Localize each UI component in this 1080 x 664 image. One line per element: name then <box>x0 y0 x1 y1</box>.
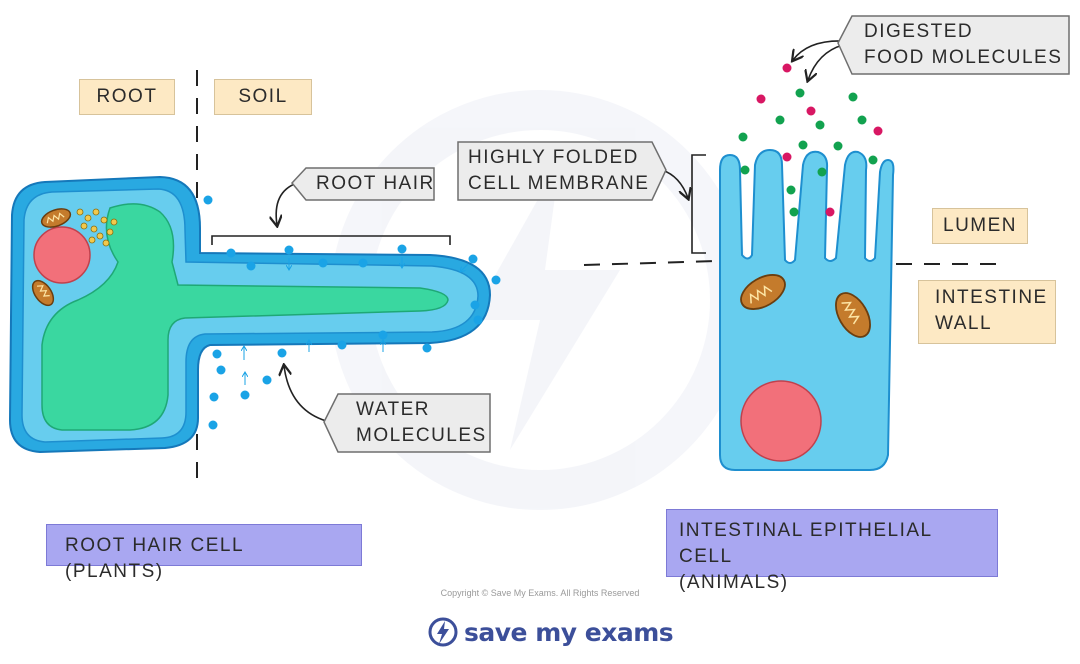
root-hair-bracket <box>211 235 451 245</box>
vacuole <box>41 203 449 431</box>
root-hair-cell-caption-text: ROOT HAIR CELL (PLANTS) <box>65 535 244 582</box>
digested-tag-shape <box>837 15 1070 75</box>
food-molecules-green <box>738 88 878 217</box>
digested-food-label: DIGESTED FOOD MOLECULES <box>864 19 1069 73</box>
water-molecules <box>203 195 501 430</box>
soil-label: SOIL <box>214 79 312 115</box>
ribosome-cluster <box>76 208 118 247</box>
mitochondrion <box>31 279 55 307</box>
root-hair-label-text: ROOT HAIR <box>316 173 435 194</box>
nucleus <box>33 226 91 284</box>
root-hair-tag-shape <box>291 167 435 201</box>
water-movement-arrows <box>244 257 469 385</box>
intestine-wall-line1: INTESTINE <box>935 287 1048 308</box>
lumen-wall-boundary-left <box>583 260 719 266</box>
mitochondrion <box>835 292 871 338</box>
water-line1: WATER <box>356 399 430 420</box>
intestine-wall-line2: WALL <box>935 313 993 334</box>
microvilli-bracket <box>691 154 706 254</box>
digested-food-pointer-2 <box>808 44 844 80</box>
highly-folded-label: HIGHLY FOLDED CELL MEMBRANE <box>468 145 658 199</box>
digested-line2: FOOD MOLECULES <box>864 47 1063 68</box>
logo-text: save my exams <box>464 617 674 647</box>
nucleus <box>740 380 822 462</box>
intestine-wall-label: INTESTINE WALL <box>918 280 1056 344</box>
soil-label-text: SOIL <box>238 86 288 107</box>
root-hair-pointer <box>276 182 298 225</box>
root-hair-cell-caption: ROOT HAIR CELL (PLANTS) <box>46 524 362 582</box>
highly-folded-line2: CELL MEMBRANE <box>468 173 650 194</box>
save-my-exams-logo: save my exams <box>428 612 674 652</box>
root-label: ROOT <box>79 79 175 115</box>
digested-line1: DIGESTED <box>864 21 974 42</box>
lumen-label: LUMEN <box>932 208 1028 244</box>
highly-folded-tag-shape <box>457 141 667 201</box>
water-molecules-pointer <box>284 366 331 423</box>
intestinal-epithelial-cell <box>719 148 895 471</box>
mitochondrion <box>40 208 72 228</box>
water-molecules-label: WATER MOLECULES <box>356 397 486 451</box>
intestinal-cell-caption: INTESTINAL EPITHELIAL CELL (ANIMALS) <box>666 509 998 593</box>
root-label-text: ROOT <box>96 86 158 107</box>
intestinal-caption-line2: (ANIMALS) <box>679 572 789 593</box>
digested-food-pointer <box>793 40 844 60</box>
root-hair-label: ROOT HAIR <box>316 171 436 197</box>
mitochondrion <box>740 274 786 310</box>
lightning-bolt-icon <box>428 617 458 647</box>
root-hair-cell <box>8 175 492 454</box>
food-molecules-pink <box>756 63 883 217</box>
intestinal-caption-line1: INTESTINAL EPITHELIAL CELL <box>679 520 932 567</box>
highly-folded-line1: HIGHLY FOLDED <box>468 147 639 168</box>
lumen-label-text: LUMEN <box>943 215 1018 236</box>
copyright-notice: Copyright © Save My Exams. All Rights Re… <box>440 588 640 598</box>
water-tag-shape <box>323 393 491 453</box>
water-line2: MOLECULES <box>356 425 487 446</box>
